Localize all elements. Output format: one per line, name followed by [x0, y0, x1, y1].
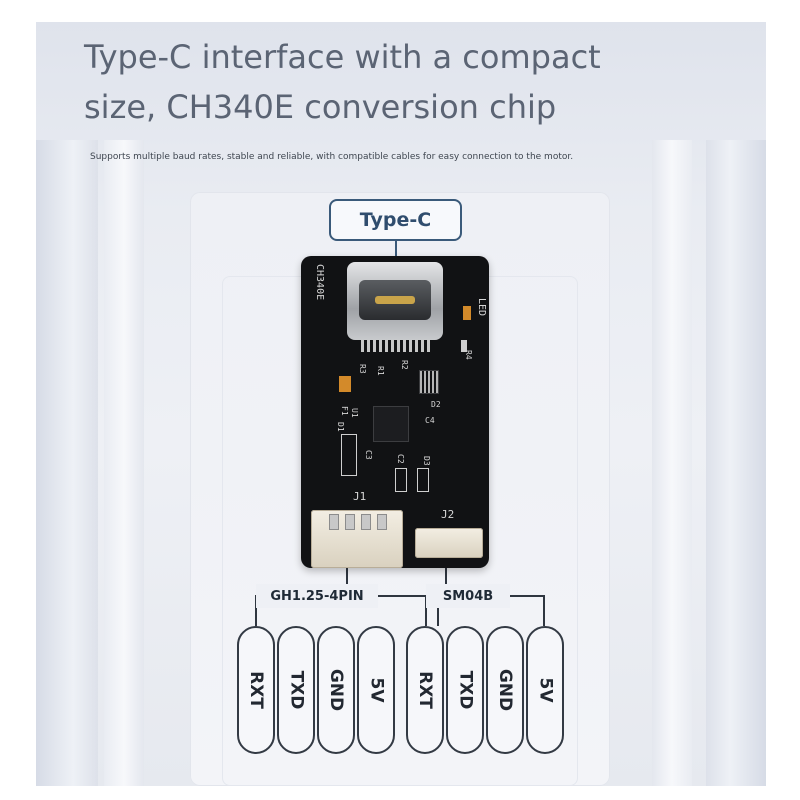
- group-label-sm: SM04B: [426, 584, 510, 608]
- pin-label: TXD: [455, 670, 476, 710]
- diode-outline: [341, 434, 357, 476]
- j1-connector: [311, 510, 403, 568]
- background-pillar: [36, 140, 98, 786]
- usb-c-opening: [359, 280, 431, 320]
- background-pillar: [652, 140, 692, 786]
- silk-r3: R3: [358, 364, 367, 374]
- usb-c-tongue: [375, 296, 415, 304]
- pin-label: RXT: [246, 671, 267, 709]
- silk-c2: C2: [396, 454, 405, 464]
- pin-label: TXD: [286, 670, 307, 710]
- connector-pin: [377, 514, 387, 530]
- silk-f1: F1: [340, 406, 349, 416]
- ch340e-chip: [373, 406, 409, 442]
- pin-pill-sm-rxt: RXT: [406, 626, 444, 754]
- silk-d1: D1: [336, 422, 345, 432]
- pin-pill-sm-gnd: GND: [486, 626, 524, 754]
- led: [463, 306, 471, 320]
- pin-pill-gh-5v: 5V: [357, 626, 395, 754]
- silk-led: LED: [476, 298, 487, 317]
- silk-d2: D2: [431, 400, 441, 409]
- silk-chip-name: CH340E: [314, 264, 325, 301]
- pin-pill-gh-txd: TXD: [277, 626, 315, 754]
- pin-label: GND: [495, 668, 516, 712]
- silk-u1: U1: [350, 408, 359, 418]
- silk-j1: J1: [353, 490, 367, 503]
- pin-label: RXT: [415, 671, 436, 709]
- fuse: [339, 376, 351, 392]
- silk-c3: C3: [364, 450, 373, 460]
- pin-pill-gh-gnd: GND: [317, 626, 355, 754]
- pcb-board: CH340E LED R4 R3 R2 R1 D2 C4 U1 F1 D1 C3…: [301, 256, 489, 568]
- background-pillar: [706, 140, 766, 786]
- background-pillar: [104, 140, 144, 786]
- pin-label: 5V: [366, 677, 386, 703]
- usb-c-port: [347, 262, 443, 340]
- pin-label: GND: [326, 668, 347, 712]
- pin-label: 5V: [535, 677, 555, 703]
- silk-j2: J2: [441, 508, 455, 521]
- silk-c4: C4: [425, 416, 435, 425]
- connector-pin: [361, 514, 371, 530]
- headline-line-1: Type-C interface with a compact: [84, 38, 601, 76]
- diode-outline-2: [417, 468, 429, 492]
- headline-line-2: size, CH340E conversion chip: [84, 88, 557, 126]
- group-label-gh: GH1.25-4PIN: [256, 584, 378, 608]
- sot-component: [419, 370, 439, 394]
- silk-d3: D3: [422, 456, 431, 466]
- subheadline: Supports multiple baud rates, stable and…: [90, 152, 574, 162]
- silk-r1: R1: [376, 366, 385, 376]
- pin-pill-gh-rxt: RXT: [237, 626, 275, 754]
- connector-pin: [329, 514, 339, 530]
- j2-connector: [415, 528, 483, 558]
- connector-pin: [345, 514, 355, 530]
- usb-c-pins: [361, 340, 431, 352]
- cap-outline: [395, 468, 407, 492]
- pin-pill-sm-txd: TXD: [446, 626, 484, 754]
- pin-pill-sm-5v: 5V: [526, 626, 564, 754]
- silk-r2: R2: [400, 360, 409, 370]
- resistor: [461, 340, 467, 352]
- typec-label: Type-C: [329, 199, 462, 241]
- headline: Type-C interface with a compact size, CH…: [84, 32, 724, 132]
